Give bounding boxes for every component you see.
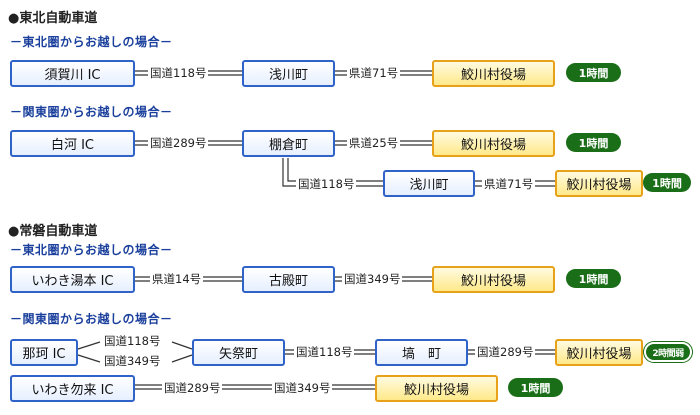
travel-time-badge: 1時間 <box>566 133 621 152</box>
waypoint-tanagura: 棚倉町 <box>242 130 335 157</box>
road-label: 国道289号 <box>475 345 536 359</box>
subheading-from-tohoku: －東北圏からお越しの場合－ <box>10 35 173 49</box>
road-label: 国道349号 <box>342 272 403 286</box>
road-label: 国道118号 <box>104 334 161 348</box>
travel-time-badge: 1時間 <box>508 378 563 397</box>
road-label: 国道289号 <box>148 136 209 150</box>
road-label: 国道118号 <box>294 345 355 359</box>
destination-samegawa-office: 鮫川村役場 <box>432 130 555 157</box>
start-iwaki-yumoto-ic: いわき湯本 IC <box>10 266 135 293</box>
road-label: 国道349号 <box>104 354 161 368</box>
section-title-tohoku-expressway: ●東北自動車道 <box>8 11 98 26</box>
start-naka-ic: 那珂 IC <box>10 339 78 366</box>
destination-samegawa-office: 鮫川村役場 <box>555 339 643 366</box>
waypoint-furudono: 古殿町 <box>242 266 335 293</box>
subheading-from-kanto: －関東圏からお越しの場合－ <box>10 312 173 326</box>
waypoint-asakawa: 浅川町 <box>383 170 475 197</box>
road-label: 国道349号 <box>272 381 333 395</box>
waypoint-yamatsuri: 矢祭町 <box>192 339 285 366</box>
travel-time-badge: 1時間 <box>643 173 691 192</box>
road-label: 県道71号 <box>482 177 536 191</box>
road-label: 県道71号 <box>347 66 401 80</box>
start-sukagawa-ic: 須賀川 IC <box>10 60 135 87</box>
road-label: 県道25号 <box>347 136 401 150</box>
waypoint-asakawa: 浅川町 <box>242 60 335 87</box>
travel-time-badge: 2時間弱 <box>644 342 692 362</box>
start-shirakawa-ic: 白河 IC <box>10 130 135 157</box>
start-iwaki-nakoso-ic: いわき勿来 IC <box>10 375 135 402</box>
road-label: 国道118号 <box>296 177 357 191</box>
travel-time-badge: 1時間 <box>566 63 621 82</box>
subheading-from-tohoku: －東北圏からお越しの場合－ <box>10 243 173 257</box>
road-label: 県道14号 <box>150 272 204 286</box>
subheading-from-kanto: －関東圏からお越しの場合－ <box>10 105 173 119</box>
road-label: 国道289号 <box>162 381 223 395</box>
waypoint-hanawa: 塙 町 <box>375 339 468 366</box>
destination-samegawa-office: 鮫川村役場 <box>432 266 555 293</box>
travel-time-badge: 1時間 <box>566 269 621 288</box>
section-title-joban-expressway: ●常磐自動車道 <box>8 224 98 239</box>
destination-samegawa-office: 鮫川村役場 <box>555 170 643 197</box>
destination-samegawa-office: 鮫川村役場 <box>432 60 555 87</box>
road-label: 国道118号 <box>148 66 209 80</box>
destination-samegawa-office: 鮫川村役場 <box>375 375 498 402</box>
